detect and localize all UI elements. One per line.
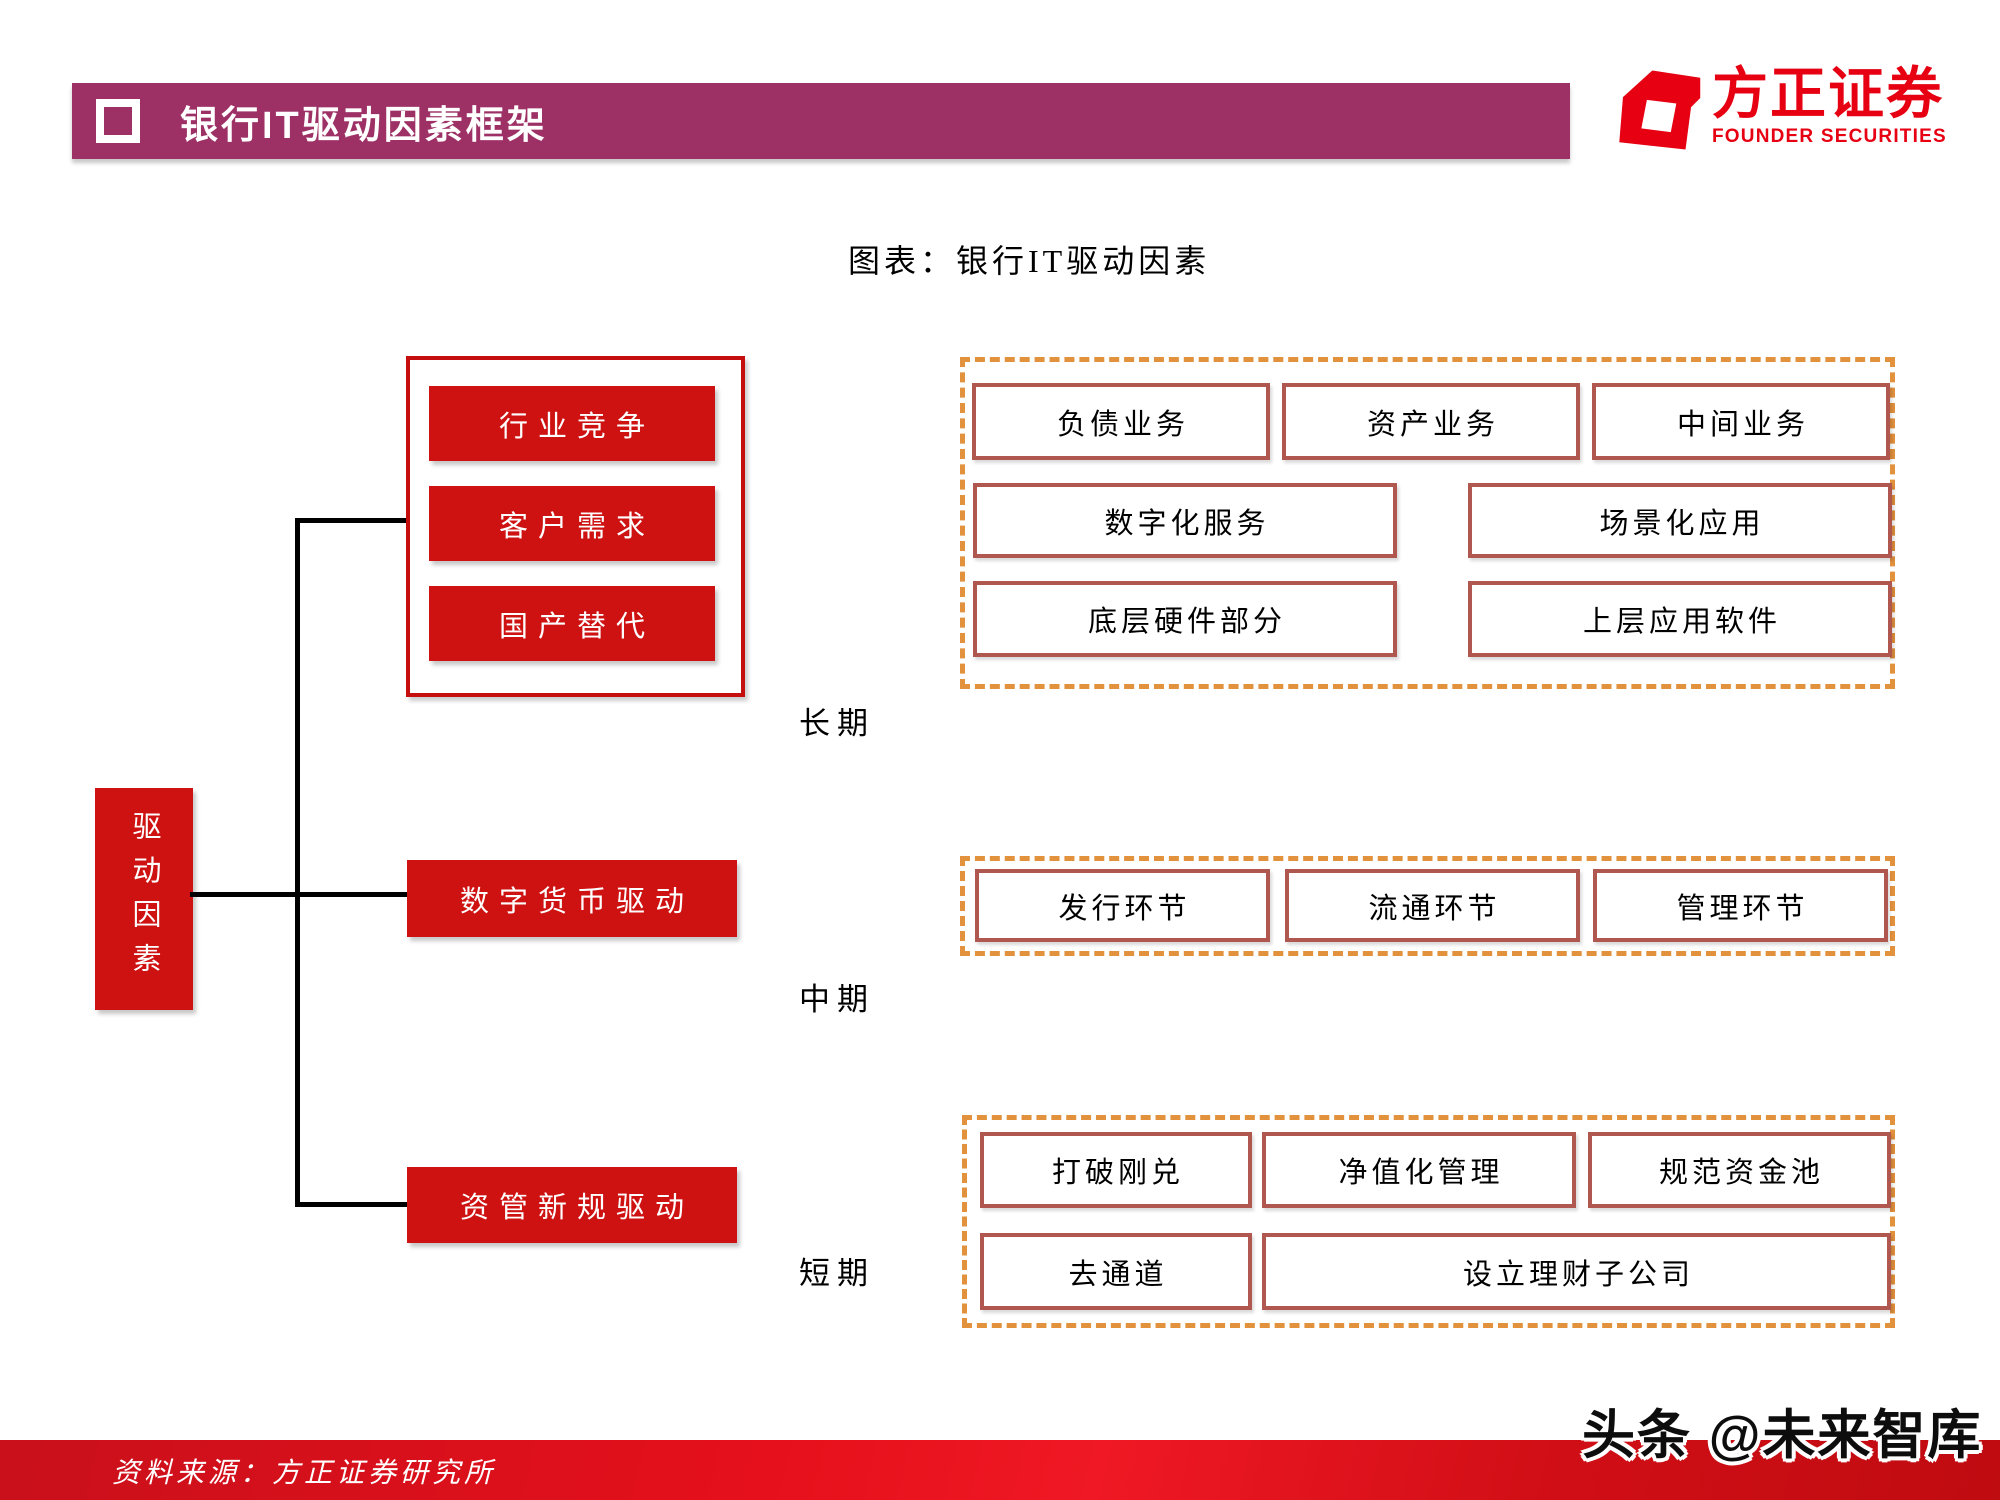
item-remove-channels: 去通道 bbox=[980, 1233, 1252, 1310]
connector-trunk-line bbox=[295, 518, 300, 1207]
item-establish-wealth-subsidiary: 设立理财子公司 bbox=[1262, 1233, 1891, 1310]
connector-line-bottom bbox=[295, 1202, 408, 1207]
square-bullet-icon bbox=[96, 99, 140, 143]
item-issuance-stage: 发行环节 bbox=[975, 869, 1270, 942]
logo-name-cn: 方正证券 bbox=[1712, 62, 1944, 125]
footer-bar bbox=[0, 1440, 2000, 1500]
driver-domestic-substitution: 国产替代 bbox=[429, 586, 715, 661]
item-regulate-capital-pool: 规范资金池 bbox=[1588, 1132, 1891, 1208]
item-liability-business: 负债业务 bbox=[972, 383, 1270, 460]
item-break-rigid-redemption: 打破刚兑 bbox=[980, 1132, 1252, 1208]
header-bar: 银行IT驱动因素框架 bbox=[72, 83, 1570, 159]
logo-name-en: FOUNDER SECURITIES bbox=[1712, 126, 1947, 147]
item-underlying-hardware: 底层硬件部分 bbox=[973, 581, 1397, 657]
item-intermediary-business: 中间业务 bbox=[1592, 383, 1890, 460]
short-term-items-container bbox=[962, 1115, 1895, 1328]
driver-customer-demand: 客户需求 bbox=[429, 486, 715, 561]
founder-securities-logo: 方正证券 FOUNDER SECURITIES bbox=[1610, 64, 1947, 156]
root-node-driving-factors: 驱动因素 bbox=[95, 788, 193, 1010]
long-term-driver-group: 行业竞争 客户需求 国产替代 bbox=[406, 356, 745, 697]
driver-industry-competition: 行业竞争 bbox=[429, 386, 715, 461]
item-nav-management: 净值化管理 bbox=[1262, 1132, 1576, 1208]
source-note: 资料来源：方正证券研究所 bbox=[112, 1458, 497, 1489]
watermark-text: 头条 @未来智库 bbox=[1582, 1406, 1983, 1465]
mid-term-items-container bbox=[960, 856, 1895, 956]
item-asset-business: 资产业务 bbox=[1282, 383, 1580, 460]
item-scenario-applications: 场景化应用 bbox=[1468, 483, 1892, 558]
item-management-stage: 管理环节 bbox=[1593, 869, 1888, 942]
period-label-mid: 中期 bbox=[799, 982, 875, 1017]
period-label-short: 短期 bbox=[799, 1256, 875, 1291]
item-digital-services: 数字化服务 bbox=[973, 483, 1397, 558]
item-circulation-stage: 流通环节 bbox=[1285, 869, 1580, 942]
driver-digital-currency: 数字货币驱动 bbox=[407, 860, 737, 937]
founder-logo-icon bbox=[1619, 70, 1701, 150]
figure-caption: 图表：银行IT驱动因素 bbox=[848, 243, 1211, 279]
driver-asset-mgmt-rules: 资管新规驱动 bbox=[407, 1167, 737, 1243]
connector-line-top bbox=[295, 518, 408, 523]
logo-text: 方正证券 FOUNDER SECURITIES bbox=[1712, 64, 1947, 148]
period-label-long: 长期 bbox=[799, 706, 875, 741]
item-upper-application-software: 上层应用软件 bbox=[1468, 581, 1892, 657]
long-term-items-container bbox=[960, 357, 1895, 689]
page-title: 银行IT驱动因素框架 bbox=[180, 104, 548, 147]
